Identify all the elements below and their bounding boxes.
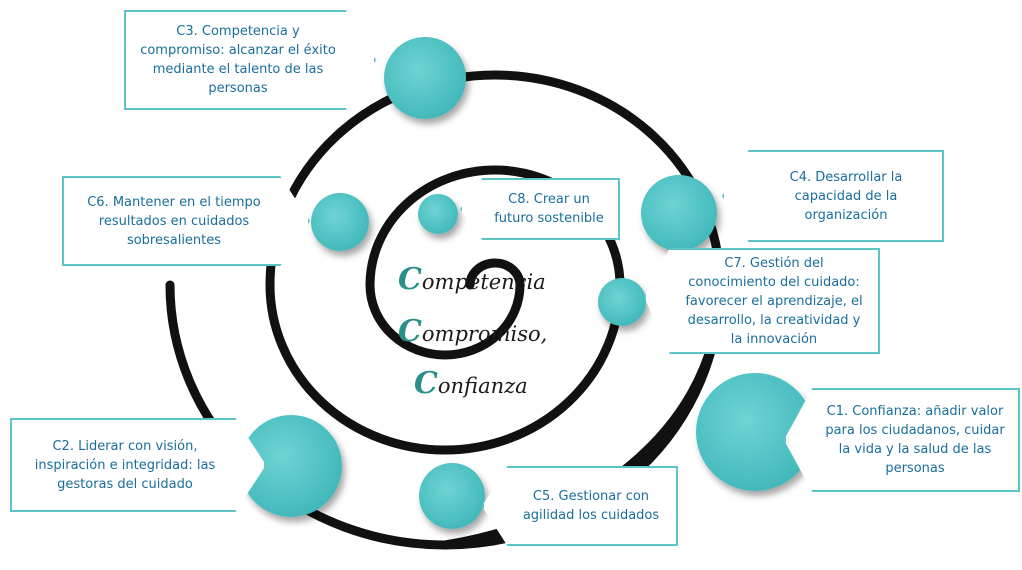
callout-line: favorecer el aprendizaje, el (685, 293, 863, 309)
callout-line: futuro sostenible (494, 211, 604, 226)
callout-line: C2. Liderar con visión, (52, 438, 198, 454)
callout-line: compromiso: alcanzar el éxito (140, 43, 336, 58)
callout-c1: C1. Confianza: añadir valor para los ciu… (784, 388, 1020, 492)
title-initial: C (398, 314, 422, 349)
title-initial: C (414, 366, 438, 401)
callout-line: conocimiento del cuidado: (688, 274, 860, 290)
callout-line: C1. Confianza: añadir valor (826, 404, 1004, 419)
title-rest: ompetencia (421, 270, 546, 294)
title-line-competencia: Competencia (398, 262, 546, 297)
callout-line: C4. Desarrollar la (789, 169, 903, 185)
callout-line: inspiración e integridad: las (34, 457, 216, 473)
callout-line: C8. Crear un (508, 192, 590, 207)
callout-c4: C4. Desarrollar la capacidad de la organ… (722, 150, 944, 242)
title-line-compromiso: Compromiso, (398, 314, 547, 349)
callout-line: sobresalientes (126, 232, 222, 248)
bubble-c5 (419, 463, 485, 529)
callout-line: C5. Gestionar con (532, 489, 650, 504)
callout-line: personas (885, 461, 945, 476)
callout-c2: C2. Liderar con visión, inspiración e in… (10, 418, 266, 512)
callout-line: agilidad los cuidados (522, 508, 660, 523)
bubble-c8 (418, 194, 458, 234)
callout-line: mediante el talento de las (152, 62, 324, 77)
callout-c3: C3. Competencia y compromiso: alcanzar e… (124, 10, 376, 110)
callout-line: desarrollo, la creatividad y (687, 312, 861, 328)
callout-line: C6. Mantener en el tiempo (87, 194, 261, 210)
title-line-confianza: Confianza (414, 366, 528, 401)
bubble-c7 (598, 278, 646, 326)
title-rest: onfianza (437, 374, 528, 398)
callout-line: organización (804, 207, 888, 223)
callout-line: capacidad de la (794, 188, 898, 204)
callout-line: resultados en cuidados (98, 213, 250, 229)
callout-c6: C6. Mantener en el tiempo resultados en … (62, 176, 310, 266)
callout-line: para los ciudadanos, cuidar (825, 423, 1005, 438)
callout-c7: C7. Gestión del conocimiento del cuidado… (644, 248, 880, 354)
title-initial: C (398, 262, 422, 297)
callout-line: gestoras del cuidado (57, 476, 193, 492)
bubble-c3 (384, 37, 466, 119)
callout-line: C7. Gestión del (724, 255, 824, 271)
callout-line: personas (208, 81, 268, 96)
bubble-c6 (311, 193, 369, 251)
callout-line: la innovación (730, 331, 818, 347)
callout-c8: C8. Crear un futuro sostenible (460, 178, 620, 240)
title-rest: ompromiso, (421, 322, 548, 346)
callout-line: C3. Competencia y (176, 24, 300, 39)
callout-c5: C5. Gestionar con agilidad los cuidados (482, 466, 678, 546)
bubble-c4 (641, 175, 717, 251)
callout-line: la vida y la salud de las (838, 442, 992, 457)
